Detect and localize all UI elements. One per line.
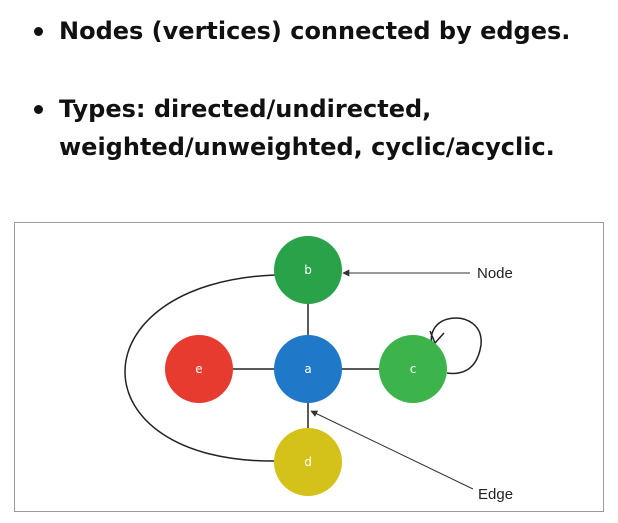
bullet-list: Nodes (vertices) connected by edges. Typ…	[34, 12, 604, 206]
node-label-e: e	[195, 362, 202, 376]
graph-diagram-frame: b e a c d Node Edge	[14, 222, 604, 512]
edge-c-self-loop-arrow	[429, 330, 445, 345]
node-label-b: b	[304, 263, 312, 277]
node-label-a: a	[304, 362, 311, 376]
edge-c-self-loop	[430, 317, 482, 375]
edge-callout-line	[310, 410, 474, 490]
node-b	[274, 236, 342, 304]
edge-b-d-curve	[124, 274, 276, 462]
node-d	[274, 428, 342, 496]
node-callout-label: Node	[477, 265, 513, 282]
node-label-c: c	[410, 362, 417, 376]
bullet-dot	[34, 105, 43, 114]
bullet-item-nodes: Nodes (vertices) connected by edges.	[34, 12, 604, 50]
bullet-item-types: Types: directed/undirected, weighted/unw…	[34, 90, 604, 166]
node-e	[165, 335, 233, 403]
node-c	[379, 335, 447, 403]
bullet-text-nodes: Nodes (vertices) connected by edges.	[59, 17, 571, 45]
node-label-d: d	[304, 455, 312, 469]
node-a	[274, 335, 342, 403]
edge-callout-label: Edge	[478, 486, 513, 503]
bullet-text-types: Types: directed/undirected, weighted/unw…	[59, 95, 555, 161]
graph-diagram: b e a c d Node Edge	[124, 236, 513, 503]
bullet-dot	[34, 27, 43, 36]
